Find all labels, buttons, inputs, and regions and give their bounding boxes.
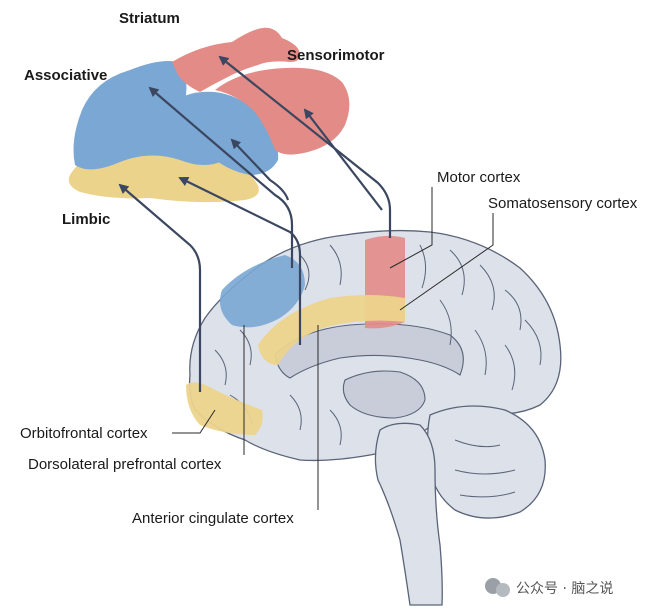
somatosensory-cortex-label: Somatosensory cortex xyxy=(488,195,638,212)
dlpfc-region xyxy=(219,255,305,328)
leader-somatosensory xyxy=(399,213,494,311)
arrow-somatosensory-to-sensorimotor xyxy=(303,108,383,211)
motor-cortex-label: Motor cortex xyxy=(437,169,521,186)
brain-sulci xyxy=(214,244,542,498)
arrow-dlpfc-to-associative-tail xyxy=(230,138,290,201)
watermark-text: 公众号 · 脑之说 xyxy=(516,581,614,597)
projection-arrows xyxy=(118,55,392,392)
arrow-acc-to-limbic xyxy=(178,177,302,345)
striatum-sensorimotor-region xyxy=(172,27,300,92)
leader-motor xyxy=(389,187,433,269)
acc-label: Anterior cingulate cortex xyxy=(132,510,294,527)
corpus-callosum xyxy=(274,323,464,379)
arrow-ofc-to-limbic xyxy=(118,183,202,392)
thalamus xyxy=(342,370,426,419)
striatum-associative-region xyxy=(73,61,225,170)
wechat-icon xyxy=(485,578,510,597)
acc-region xyxy=(258,295,405,365)
brainstem xyxy=(374,422,443,606)
limbic-label: Limbic xyxy=(62,211,111,228)
sensorimotor-label: Sensorimotor xyxy=(287,47,385,64)
striatum-title: Striatum xyxy=(119,10,180,27)
orbitofrontal-cortex-label: Orbitofrontal cortex xyxy=(20,425,148,442)
leader-lines xyxy=(172,187,494,510)
dlpfc-label: Dorsolateral prefrontal cortex xyxy=(28,456,222,473)
brain-illustration xyxy=(186,229,562,606)
arrow-motor-to-sensorimotor xyxy=(218,55,392,238)
striatum-illustration xyxy=(68,27,350,203)
cerebellum xyxy=(426,405,546,519)
associative-label: Associative xyxy=(24,67,108,84)
striatum-associative-tail xyxy=(172,91,279,175)
arrow-dlpfc-to-associative xyxy=(148,86,294,268)
leader-orbitofrontal xyxy=(172,409,216,434)
